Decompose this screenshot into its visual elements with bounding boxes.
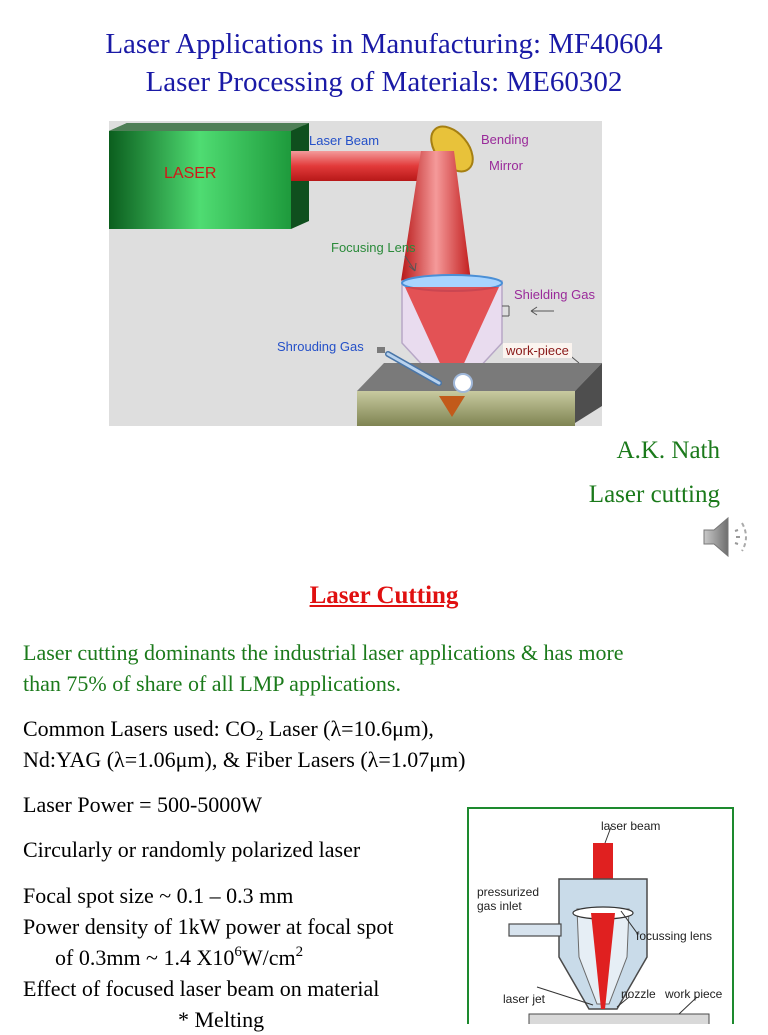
bending-label: Bending	[481, 132, 529, 147]
nozzle-diagram: laser beam pressurized gas inlet focussi…	[467, 807, 734, 1024]
melting-item: * Melting	[178, 1007, 265, 1032]
laser-box-label: LASER	[164, 165, 217, 182]
fig2-pressurized-label: pressurized	[477, 885, 540, 899]
shielding-gas-label: Shielding Gas	[514, 287, 595, 302]
polarization: Circularly or randomly polarized laser	[23, 837, 361, 862]
fig2-nozzle-label: nozzle	[621, 987, 656, 1001]
common-lasers-line-2: Nd:YAG (λ=1.06μm), & Fiber Lasers (λ=1.0…	[23, 747, 466, 772]
title-line-2: Laser Processing of Materials: ME60302	[145, 66, 623, 98]
section-heading: Laser Cutting	[309, 582, 459, 609]
power-density-line-1: Power density of 1kW power at focal spot	[23, 914, 394, 939]
fig2-laser-beam-label: laser beam	[601, 819, 661, 833]
laser-setup-diagram: LASER Laser Beam Bending Mirror Focusing…	[109, 121, 602, 426]
common-lasers-line-1: Common Lasers used: CO2 Laser (λ=10.6μm)…	[23, 716, 434, 744]
author-name: A.K. Nath	[616, 437, 720, 464]
spot-size: Focal spot size ~ 0.1 – 0.3 mm	[23, 883, 294, 908]
effect-line: Effect of focused laser beam on material	[23, 976, 380, 1001]
mirror-label: Mirror	[489, 158, 523, 173]
focusing-lens-label: Focusing Lens	[331, 240, 416, 255]
work-piece-label: work-piece	[503, 343, 572, 358]
laser-beam-label: Laser Beam	[309, 133, 380, 148]
title-line-1: Laser Applications in Manufacturing: MF4…	[105, 28, 663, 60]
intro-line-1: Laser cutting dominants the industrial l…	[23, 640, 624, 665]
author-topic: Laser cutting	[588, 481, 720, 508]
shrouding-gas-label: Shrouding Gas	[277, 339, 364, 354]
laser-power: Laser Power = 500-5000W	[23, 792, 263, 817]
fig2-laser-jet-label: laser jet	[503, 992, 546, 1006]
fig2-focussing-lens-label: focussing lens	[636, 929, 713, 943]
speaker-icon[interactable]	[702, 515, 754, 559]
intro-line-2: than 75% of share of all LMP application…	[23, 671, 401, 696]
fig2-gas-inlet-label: gas inlet	[477, 899, 522, 913]
power-density-line-2: of 0.3mm ~ 1.4 X106W/cm2	[55, 944, 304, 971]
fig2-work-piece-label: work piece	[665, 987, 723, 1001]
